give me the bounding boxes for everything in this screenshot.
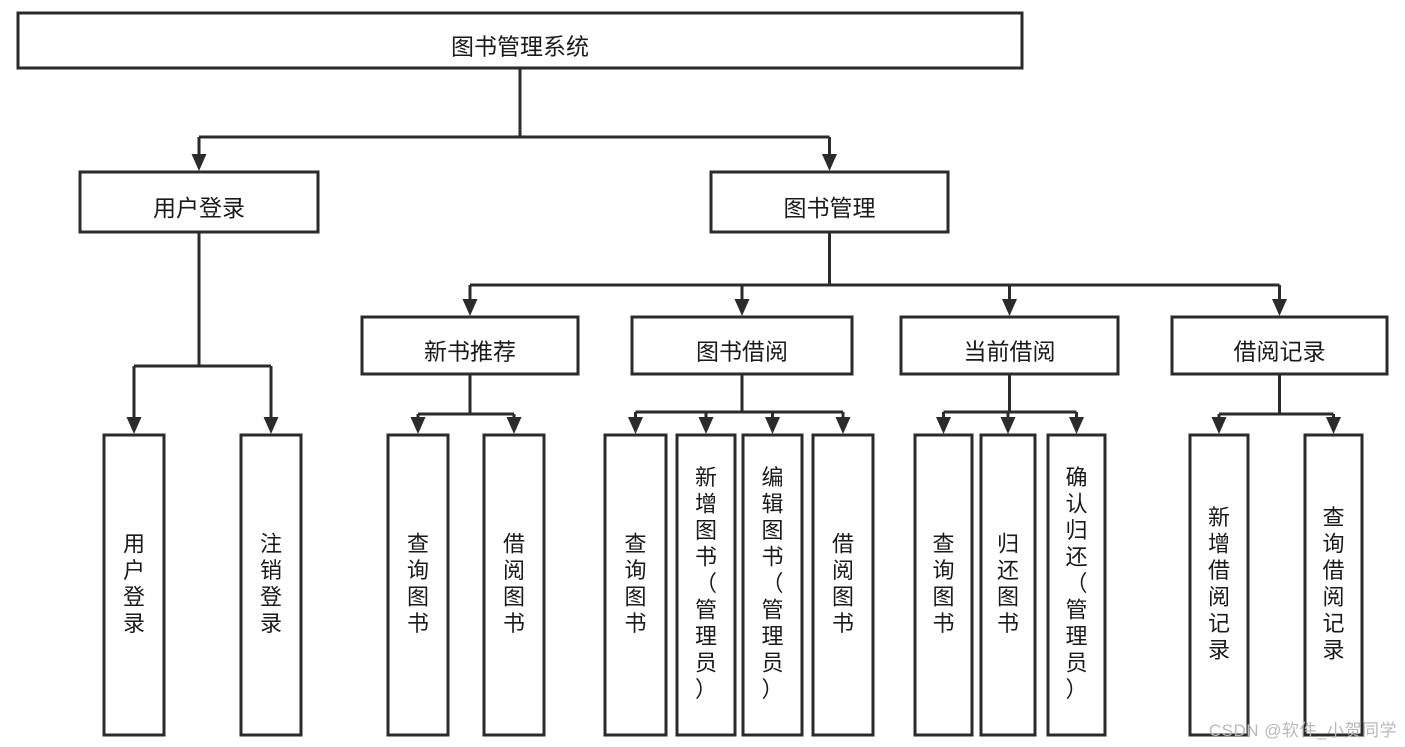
node-label: 借阅图书 [832,531,854,636]
arrow-head [126,417,142,434]
node-l4_10[interactable]: 归还图书 [979,433,1037,737]
arrow-head [1002,299,1017,316]
node-label: 图书借阅 [696,339,788,365]
node-layer: 图书管理系统用户登录图书管理新书推荐图书借阅当前借阅借阅记录用户登录注销登录查询… [16,11,1389,737]
node-box[interactable] [1046,433,1107,737]
node-label: 当前借阅 [964,339,1056,365]
arrow-head [1211,417,1227,434]
node-l4_7[interactable]: 编辑图书（管理员） [741,433,804,737]
arrow-head [1069,417,1084,434]
arrow-head [822,154,837,171]
node-l3_4[interactable]: 借阅记录 [1170,315,1389,376]
node-l4_8[interactable]: 借阅图书 [811,433,875,737]
arrow-head [1326,417,1341,434]
node-l3_3[interactable]: 当前借阅 [899,315,1120,376]
arrow-head [936,417,951,434]
node-l4_13[interactable]: 查询借阅记录 [1303,433,1364,737]
node-l4_5[interactable]: 查询图书 [603,433,668,737]
arrow-head [263,417,279,434]
node-box[interactable] [1188,433,1250,737]
node-label: 查询图书 [932,531,954,636]
node-label: 图书管理系统 [451,34,589,60]
node-l3_2[interactable]: 图书借阅 [630,315,854,376]
node-l4_11[interactable]: 确认归还（管理员） [1046,433,1107,737]
edge-group [1211,374,1341,434]
node-label: 用户登录 [153,195,245,221]
node-box[interactable] [709,170,950,234]
arrow-head [410,417,426,434]
node-l2_2[interactable]: 图书管理 [709,170,950,234]
edge-group [628,374,851,434]
node-l4_3[interactable]: 查询图书 [386,433,450,737]
node-box[interactable] [360,315,580,376]
node-l4_2[interactable]: 注销登录 [239,433,303,737]
node-label: 图书管理 [784,195,876,221]
node-label: 新增借阅记录 [1208,505,1230,663]
node-label: 用户登录 [123,531,145,636]
arrow-head [698,417,714,434]
node-l4_12[interactable]: 新增借阅记录 [1188,433,1250,737]
arrow-head [506,417,522,434]
node-l4_9[interactable]: 查询图书 [913,433,974,737]
node-label: 查询借阅记录 [1322,505,1344,663]
node-l2_1[interactable]: 用户登录 [78,170,320,234]
node-box[interactable] [603,433,668,737]
node-box[interactable] [979,433,1037,737]
arrow-head [835,417,851,434]
node-label: 查询图书 [407,531,429,636]
arrow-head [628,417,643,434]
edge-group [936,374,1084,434]
node-box[interactable] [899,315,1120,376]
edge-layer [126,68,1341,434]
edge-group [462,232,1287,316]
arrow-head [191,154,207,171]
node-label: 查询图书 [624,531,646,636]
node-box[interactable] [630,315,854,376]
node-label: 新书推荐 [424,339,516,365]
node-label: 借阅记录 [1234,339,1326,365]
node-box[interactable] [386,433,450,737]
node-box[interactable] [675,433,737,737]
node-l4_6[interactable]: 新增图书（管理员） [675,433,737,737]
node-label: 编辑图书（管理员） [761,465,783,702]
node-box[interactable] [78,170,320,234]
node-box[interactable] [913,433,974,737]
node-box[interactable] [102,433,166,737]
node-label: 新增图书（管理员） [695,465,717,702]
node-box[interactable] [811,433,875,737]
node-box[interactable] [482,433,546,737]
arrow-head [765,417,780,434]
node-label: 归还图书 [997,531,1019,636]
arrow-head [734,299,750,316]
node-box[interactable] [741,433,804,737]
edge-group [191,68,837,171]
arrow-head [1272,299,1287,316]
node-box[interactable] [1170,315,1389,376]
arrow-head [462,299,478,316]
node-box[interactable] [16,11,1024,70]
node-box[interactable] [1303,433,1364,737]
node-l3_1[interactable]: 新书推荐 [360,315,580,376]
node-root[interactable]: 图书管理系统 [16,11,1024,70]
node-label: 借阅图书 [503,531,525,636]
node-box[interactable] [239,433,303,737]
node-l4_4[interactable]: 借阅图书 [482,433,546,737]
node-label: 注销登录 [260,531,282,636]
node-l4_1[interactable]: 用户登录 [102,433,166,737]
edge-group [410,374,522,434]
arrow-head [1000,417,1016,434]
edge-group [126,232,279,434]
node-label: 确认归还（管理员） [1065,465,1087,702]
